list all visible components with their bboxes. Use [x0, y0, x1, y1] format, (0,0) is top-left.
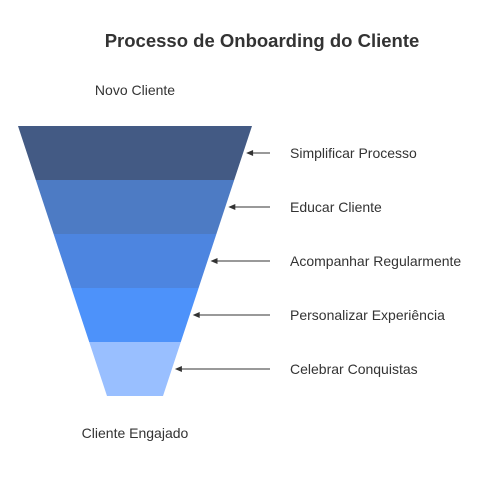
funnel-stages [18, 126, 252, 396]
diagram-title: Processo de Onboarding do Cliente [105, 30, 420, 51]
stage-arrow-head-3 [210, 258, 218, 264]
funnel-top-label: Novo Cliente [95, 82, 175, 98]
funnel-stage-1 [18, 126, 252, 180]
stage-arrow-head-4 [192, 312, 200, 318]
funnel-stage-3 [53, 234, 217, 288]
funnel-stage-4 [71, 288, 199, 342]
funnel-stage-5 [89, 342, 181, 396]
stage-label-5: Celebrar Conquistas [290, 361, 418, 377]
stage-arrow-head-2 [228, 204, 236, 210]
stage-arrow-head-5 [174, 366, 182, 372]
stage-label-1: Simplificar Processo [290, 145, 417, 161]
funnel-bottom-label: Cliente Engajado [82, 425, 189, 441]
stage-label-2: Educar Cliente [290, 199, 382, 215]
stage-label-4: Personalizar Experiência [290, 307, 445, 323]
stage-arrow-head-1 [246, 150, 254, 156]
stage-label-3: Acompanhar Regularmente [290, 253, 461, 269]
funnel-stage-2 [35, 180, 235, 234]
